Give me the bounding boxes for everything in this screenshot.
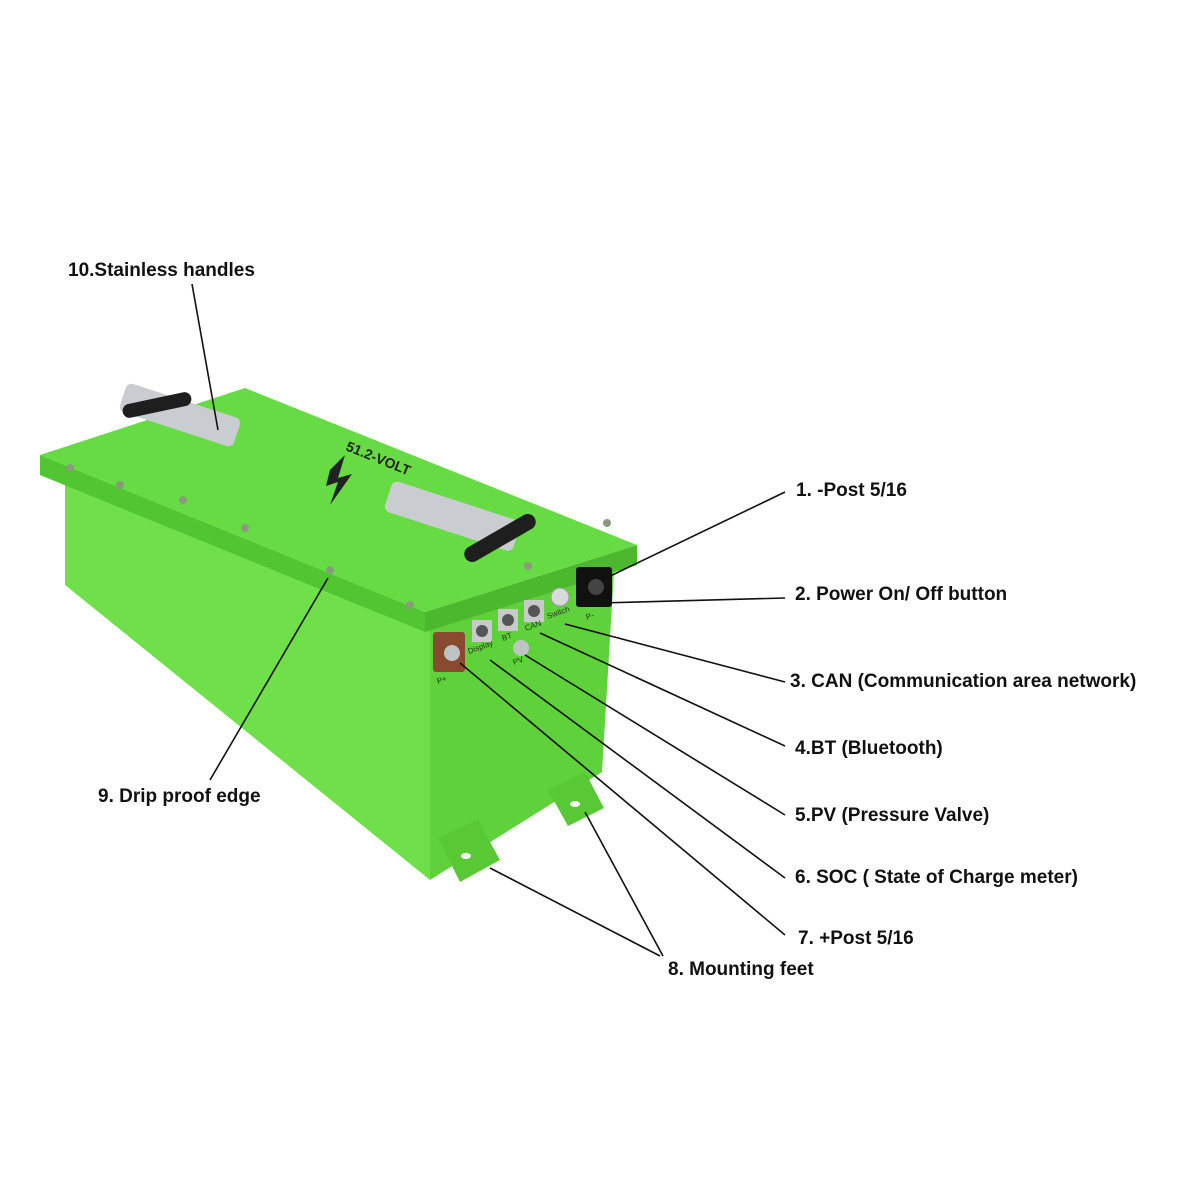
port-label-negative: P- (585, 611, 596, 622)
callout-positive-post: 7. +Post 5/16 (798, 928, 914, 949)
port-label-pv: PV (512, 655, 526, 667)
callout-pv: 5.PV (Pressure Valve) (795, 805, 990, 826)
mounting-foot (438, 820, 500, 882)
callout-soc: 6. SOC ( State of Charge meter) (795, 867, 1078, 888)
battery-side-face (65, 468, 430, 880)
lid-edge-left (40, 455, 425, 632)
leader-lines (191, 283, 786, 957)
handle-front (384, 481, 536, 562)
callout-handles: 10.Stainless handles (68, 260, 255, 281)
lid-screws (66, 464, 611, 609)
handle-back (119, 383, 241, 447)
pressure-valve (513, 640, 529, 656)
display-port-socket (476, 625, 488, 637)
callout-bt: 4.BT (Bluetooth) (795, 738, 943, 759)
mounting-hole (461, 853, 471, 859)
negative-post-bolt (588, 579, 604, 595)
lid-top (40, 388, 637, 612)
positive-post-bolt (444, 645, 460, 661)
mounting-foot (548, 772, 604, 826)
bolt-logo-icon (326, 455, 352, 505)
callout-power-button: 2. Power On/ Off button (795, 584, 1008, 605)
callout-mounting-feet: 8. Mounting feet (668, 959, 814, 980)
port-label-bt: BT (501, 631, 514, 643)
can-port-socket (528, 605, 540, 617)
callout-can: 3. CAN (Communication area network) (790, 671, 1137, 692)
callout-negative-post: 1. -Post 5/16 (796, 480, 907, 501)
port-label-positive: P+ (436, 674, 449, 686)
mounting-hole (570, 801, 580, 807)
callout-drip-edge: 9. Drip proof edge (98, 786, 261, 807)
power-switch (550, 587, 570, 607)
lid-edge-front (425, 545, 637, 632)
bt-port-socket (502, 614, 514, 626)
